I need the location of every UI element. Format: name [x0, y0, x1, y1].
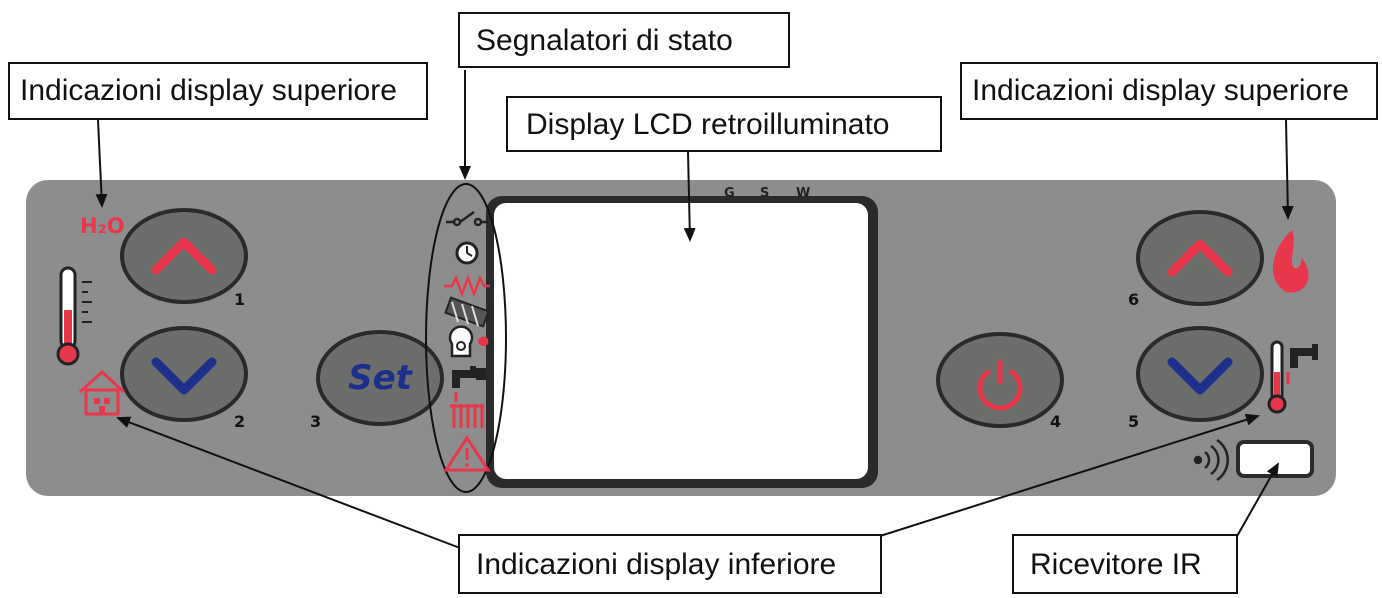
arrow-ir	[1235, 462, 1279, 539]
water-up-button[interactable]	[124, 212, 244, 300]
chevron-up-icon	[1167, 239, 1233, 277]
set-label: Set	[348, 358, 412, 398]
lcd-label-g: G	[724, 186, 735, 201]
button-number-6: 6	[1128, 290, 1140, 309]
button-number-3: 3	[310, 412, 322, 431]
arrow-lower-right	[879, 413, 1260, 537]
water-down-button[interactable]	[124, 330, 244, 418]
lcd-display	[494, 203, 868, 479]
callout-ir-receiver: Ricevitore IR	[1012, 534, 1238, 594]
callout-lcd-display: Display LCD retroilluminato	[506, 96, 942, 152]
callout-status-indicators: Segnalatori di stato	[458, 12, 790, 68]
status-indicators-ellipse	[425, 183, 507, 493]
arrow-lcd	[683, 151, 696, 242]
power-button[interactable]	[940, 336, 1060, 424]
h2o-label: H₂O	[80, 214, 125, 238]
chevron-down-icon	[151, 357, 217, 395]
warning-icon	[443, 435, 491, 472]
button-number-4: 4	[1050, 412, 1062, 431]
tap-down-button[interactable]	[1140, 330, 1260, 418]
lcd-label-w: W	[796, 186, 811, 201]
arrow-lower-left	[116, 416, 461, 549]
fan-icon	[448, 325, 489, 358]
button-number-1: 1	[234, 290, 246, 309]
button-number-2: 2	[234, 412, 246, 431]
switch-icon	[446, 210, 488, 227]
house-icon	[78, 369, 126, 416]
arrow-upper-left	[95, 119, 108, 208]
clock-icon	[455, 241, 479, 265]
power-icon	[977, 359, 1023, 411]
chevron-up-icon	[151, 237, 217, 275]
chevron-down-icon	[1167, 357, 1233, 395]
ir-signal-icon	[1193, 438, 1229, 482]
callout-lower-display: Indicazioni display inferiore	[458, 534, 882, 594]
tap-icon	[452, 366, 486, 402]
button-number-5: 5	[1128, 412, 1140, 431]
callout-upper-display-right: Indicazioni display superiore	[960, 62, 1378, 120]
flame-icon	[1273, 230, 1309, 293]
lcd-label-s: S	[760, 186, 770, 201]
auger-icon	[444, 296, 490, 328]
tap-thermometer-icon	[1267, 340, 1318, 414]
resistor-icon	[444, 274, 490, 298]
thermometer-icon	[56, 266, 92, 366]
arrow-upper-right	[1281, 119, 1294, 220]
set-button[interactable]: Set	[320, 334, 440, 422]
radiator-icon	[450, 404, 484, 428]
flame-up-button[interactable]	[1140, 214, 1260, 302]
callout-upper-display-left: Indicazioni display superiore	[8, 62, 428, 120]
